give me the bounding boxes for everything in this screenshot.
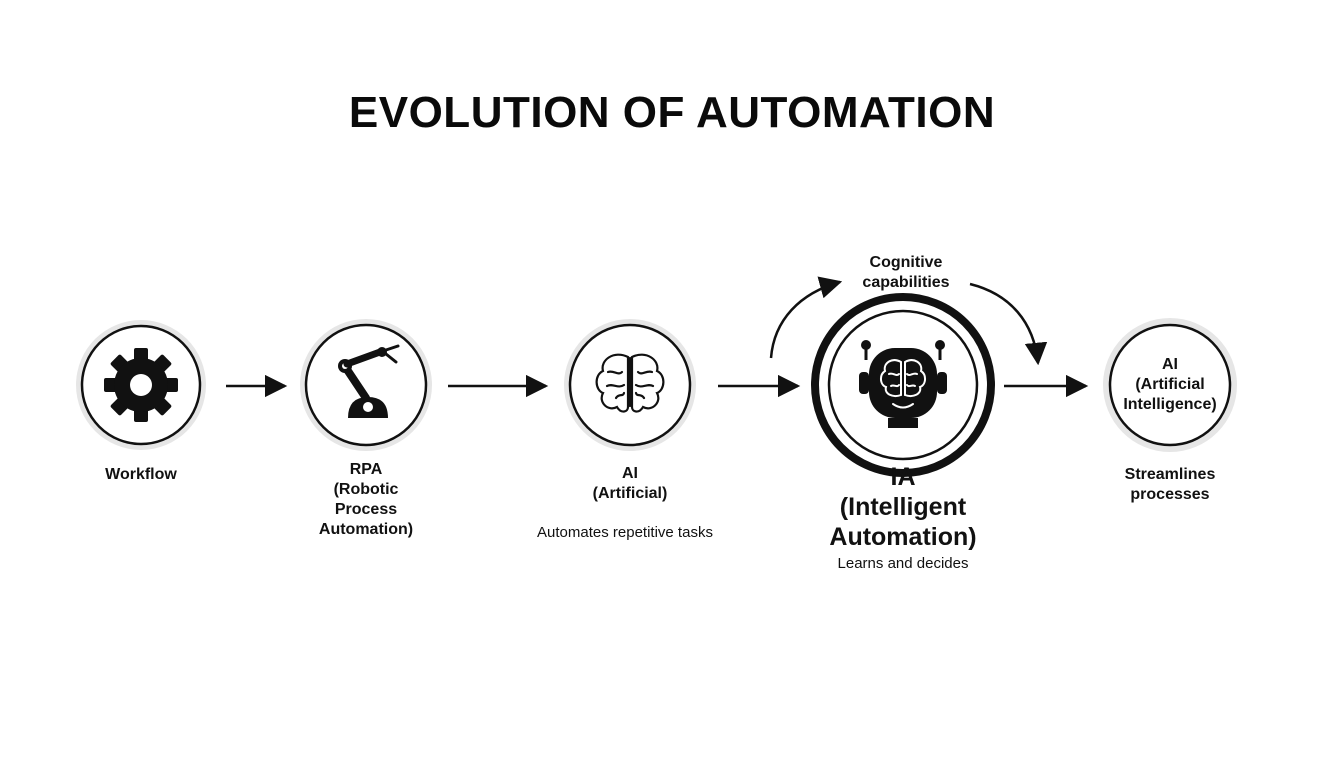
ai-caption: Automates repetitive tasks — [537, 524, 713, 541]
ia-long-label: (Intelligent Automation) — [829, 493, 977, 551]
cycle-arrow-left — [769, 276, 843, 359]
workflow-label: Workflow — [105, 466, 177, 483]
robot-brain-icon — [859, 340, 947, 428]
diagram-title: EVOLUTION OF AUTOMATION — [348, 88, 996, 137]
cognitive-capabilities-label: Cognitive capabilities — [862, 254, 950, 291]
ia-caption: Learns and decides — [837, 555, 969, 572]
rpa-label: RPA (Robotic Process Automation) — [318, 461, 414, 538]
rpa-node — [300, 319, 432, 451]
ai-label: AI (Artificial) — [592, 465, 668, 502]
cycle-arrow-right — [969, 282, 1048, 366]
ia-short-label: IA — [890, 463, 916, 491]
ai-intelligence-node — [1103, 318, 1237, 452]
ai-node — [564, 319, 696, 451]
brain-icon — [595, 353, 665, 413]
robotic-arm-icon — [338, 344, 400, 418]
streamlines-caption: Streamlines processes — [1124, 466, 1216, 503]
ai-intelligence-label: AI (Artificial Intelligence) — [1123, 356, 1217, 413]
workflow-node — [76, 320, 206, 450]
ia-node — [811, 293, 995, 477]
gear-icon — [104, 348, 178, 422]
